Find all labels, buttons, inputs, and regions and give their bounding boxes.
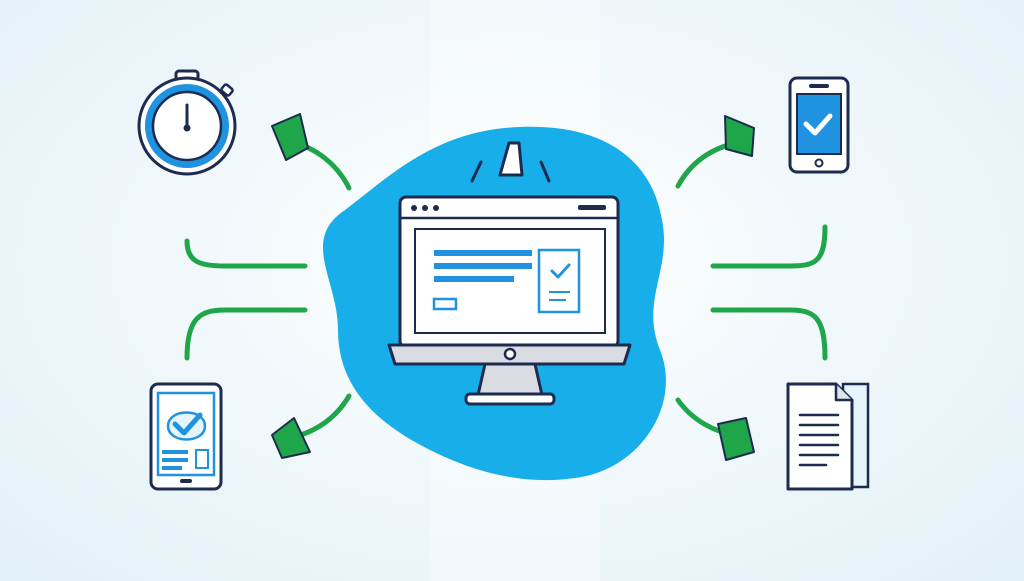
arrow-icon bbox=[271, 417, 311, 459]
arrow-top-left bbox=[271, 113, 352, 191]
arrow-icon bbox=[717, 417, 755, 461]
smartphone-check-icon bbox=[788, 76, 850, 174]
monitor-foot bbox=[464, 392, 556, 406]
arrow-top-right bbox=[675, 115, 755, 189]
power-button bbox=[503, 347, 517, 361]
content-bar bbox=[434, 276, 514, 282]
content-bar bbox=[434, 263, 532, 269]
check-icon bbox=[550, 263, 571, 279]
check-icon bbox=[803, 113, 833, 136]
tablet-check-icon bbox=[149, 382, 223, 491]
content-bar bbox=[434, 250, 532, 256]
check-card bbox=[537, 248, 581, 314]
check-icon bbox=[172, 412, 203, 436]
sparkle-icon bbox=[470, 141, 551, 183]
document-icon bbox=[786, 382, 870, 491]
arrow-bottom-left bbox=[271, 393, 352, 459]
stopwatch-icon bbox=[137, 69, 237, 176]
desktop-monitor-icon bbox=[387, 195, 632, 406]
connector-lines bbox=[184, 224, 828, 361]
content-button bbox=[432, 297, 458, 311]
monitor-stand bbox=[476, 362, 544, 397]
arrow-icon bbox=[271, 113, 309, 161]
arrow-bottom-right bbox=[675, 397, 755, 461]
arrow-icon bbox=[724, 115, 755, 157]
